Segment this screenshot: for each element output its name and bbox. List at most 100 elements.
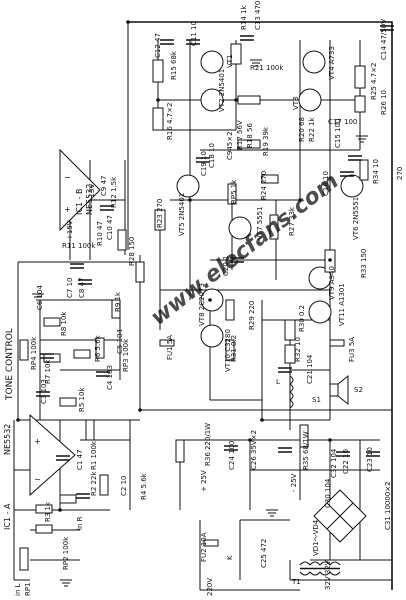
c32-label: C32 104 [330, 448, 338, 478]
c2-label: C2 10 [120, 476, 128, 496]
c21-label: C21 104 [306, 354, 314, 384]
r9-label: R9 1k [114, 291, 122, 312]
l1-label: L [276, 378, 280, 386]
transistor-vt3 [298, 88, 322, 112]
r34-label: R34 10 [372, 159, 380, 184]
r4-label: R4 5.6k [140, 472, 148, 500]
ground-symbols [32, 59, 368, 587]
c30-label: C30 104 [324, 478, 332, 508]
r8-label: R8 10k [60, 311, 68, 336]
r27-label: R27 33k [288, 206, 296, 236]
r10-label: R10 47 [96, 221, 104, 246]
c25-label: C25 472 [260, 539, 268, 568]
vt2-label: VT2 2N5401 [218, 69, 226, 112]
vt3-label: VT3 [292, 96, 300, 110]
r12-label: R12 1.5k [110, 176, 118, 208]
c10-label: C10 47 [106, 215, 114, 240]
vt7-label: VT7 5551 [256, 206, 264, 240]
r15-label: R15 68k [170, 50, 178, 80]
r6-label: R6 5.6k [94, 334, 102, 362]
k1-label: K [226, 555, 234, 560]
r29-label: R29 220 [248, 301, 256, 330]
c11-label: C11 10 [190, 21, 198, 46]
c5-label: C5 104 [116, 329, 124, 354]
r22-label: R22 1k [308, 117, 316, 142]
r33-label: R33 150 [360, 249, 368, 278]
vt-pair-label: C945×2 [226, 131, 234, 160]
bridge-rectifier [313, 489, 367, 543]
vt5-label: VT5 2N5401 [178, 193, 186, 236]
r18-label: R18 56 [246, 123, 254, 148]
labels: IC1 - B NE5532 IC1 - A NE5532 TONE CONTR… [3, 1, 404, 596]
op-amp-ic1b: − + [59, 148, 101, 232]
r14-label: R14 1k [240, 5, 248, 30]
output-inductor [289, 375, 294, 409]
rail-270-label: 270 [396, 167, 404, 180]
tone-control-label: TONE CONTROL [5, 328, 15, 401]
c3-label: C3 103 [40, 379, 48, 404]
transformer-secondary-label: 32V 32V [324, 560, 332, 590]
s1-label: S1 [312, 396, 321, 404]
ic1b-part-label: NE5532 [85, 184, 94, 215]
transistor-vt6 [340, 174, 364, 198]
r2-label: R2 22k [90, 471, 98, 496]
vt11-label: VT11 A1301 [338, 283, 346, 326]
c7-label: C7 10 [66, 278, 74, 298]
ic1b-label: IC1 - B [75, 189, 84, 216]
ic1a-part-label: NE5532 [3, 424, 12, 455]
c13-label: C13 470 [254, 1, 262, 30]
r19-label: R19 39k [262, 126, 270, 156]
minus15v-label: -15V [88, 184, 96, 200]
r28-label: R28 150 [128, 237, 136, 266]
transistor-vt5 [176, 174, 200, 198]
c22-label: C22 10 [342, 449, 350, 474]
r25-label: R25 4.7×2 [370, 63, 378, 100]
fuses [159, 339, 345, 547]
vd-label: VD1～VD4 [312, 519, 320, 556]
c12-label: C12 47 [154, 33, 162, 58]
vt1-label: VT1 [226, 54, 234, 68]
op-amp-ic1a: + − [29, 413, 76, 497]
r3-label: R3 1k [44, 501, 52, 522]
r30-label: R30 0.2 [298, 305, 306, 332]
r5-label: R5 10k [78, 387, 86, 412]
c4-label: C4 103 [106, 365, 114, 390]
r24-label: R24 270 [260, 171, 268, 200]
r21-label: R21 100k [250, 64, 284, 72]
c6-label: C6 104 [36, 285, 44, 310]
vt6-label: VT6 2N5551 [352, 197, 360, 240]
svg-text:−: − [64, 173, 71, 182]
c26-label: C26 35V×2 [250, 430, 258, 470]
c17-label: C17 100 [328, 118, 357, 126]
junctions [16, 20, 332, 512]
transistor-vt2 [200, 88, 224, 112]
rp1-label: RP1 [24, 582, 32, 596]
transformer [299, 561, 341, 576]
plus15v-label: +15V [66, 220, 74, 240]
r36-label: R36 220/1W [204, 423, 212, 466]
svg-text:+: + [64, 205, 71, 214]
transistor-vt11 [308, 300, 332, 324]
r17-label: R17 56V [236, 120, 244, 150]
passive-components [19, 25, 394, 571]
ic1a-label: IC1 - A [3, 503, 12, 530]
mains-label: 220V [206, 578, 214, 596]
c9-label: C9 47 [100, 176, 108, 196]
r7-label: R7 10k [44, 359, 52, 384]
t1-label: T1 [291, 578, 301, 586]
plus25v-label: + 25V [200, 470, 208, 492]
r32-label: R32 10 [294, 337, 302, 362]
vt8-label: VT8 2C2073 [198, 283, 206, 326]
c31-label: C31 10000×2 [384, 481, 392, 530]
c23-label: C23 10 [366, 447, 374, 472]
fu3-label: FU3 5A [348, 337, 356, 362]
c14-label: C14 47/50V [380, 19, 388, 60]
r31-label: R31 0.2 [230, 335, 238, 362]
input-right-label: in R [76, 516, 84, 530]
transistor-vt7 [228, 216, 252, 240]
transistor-vt10 [200, 324, 224, 348]
r20-label: R20 68 [298, 117, 306, 142]
rp4-label: RP4 100k [30, 336, 38, 370]
rp5-label: RP5 1k [230, 179, 238, 204]
transistor-vt4 [302, 50, 326, 74]
